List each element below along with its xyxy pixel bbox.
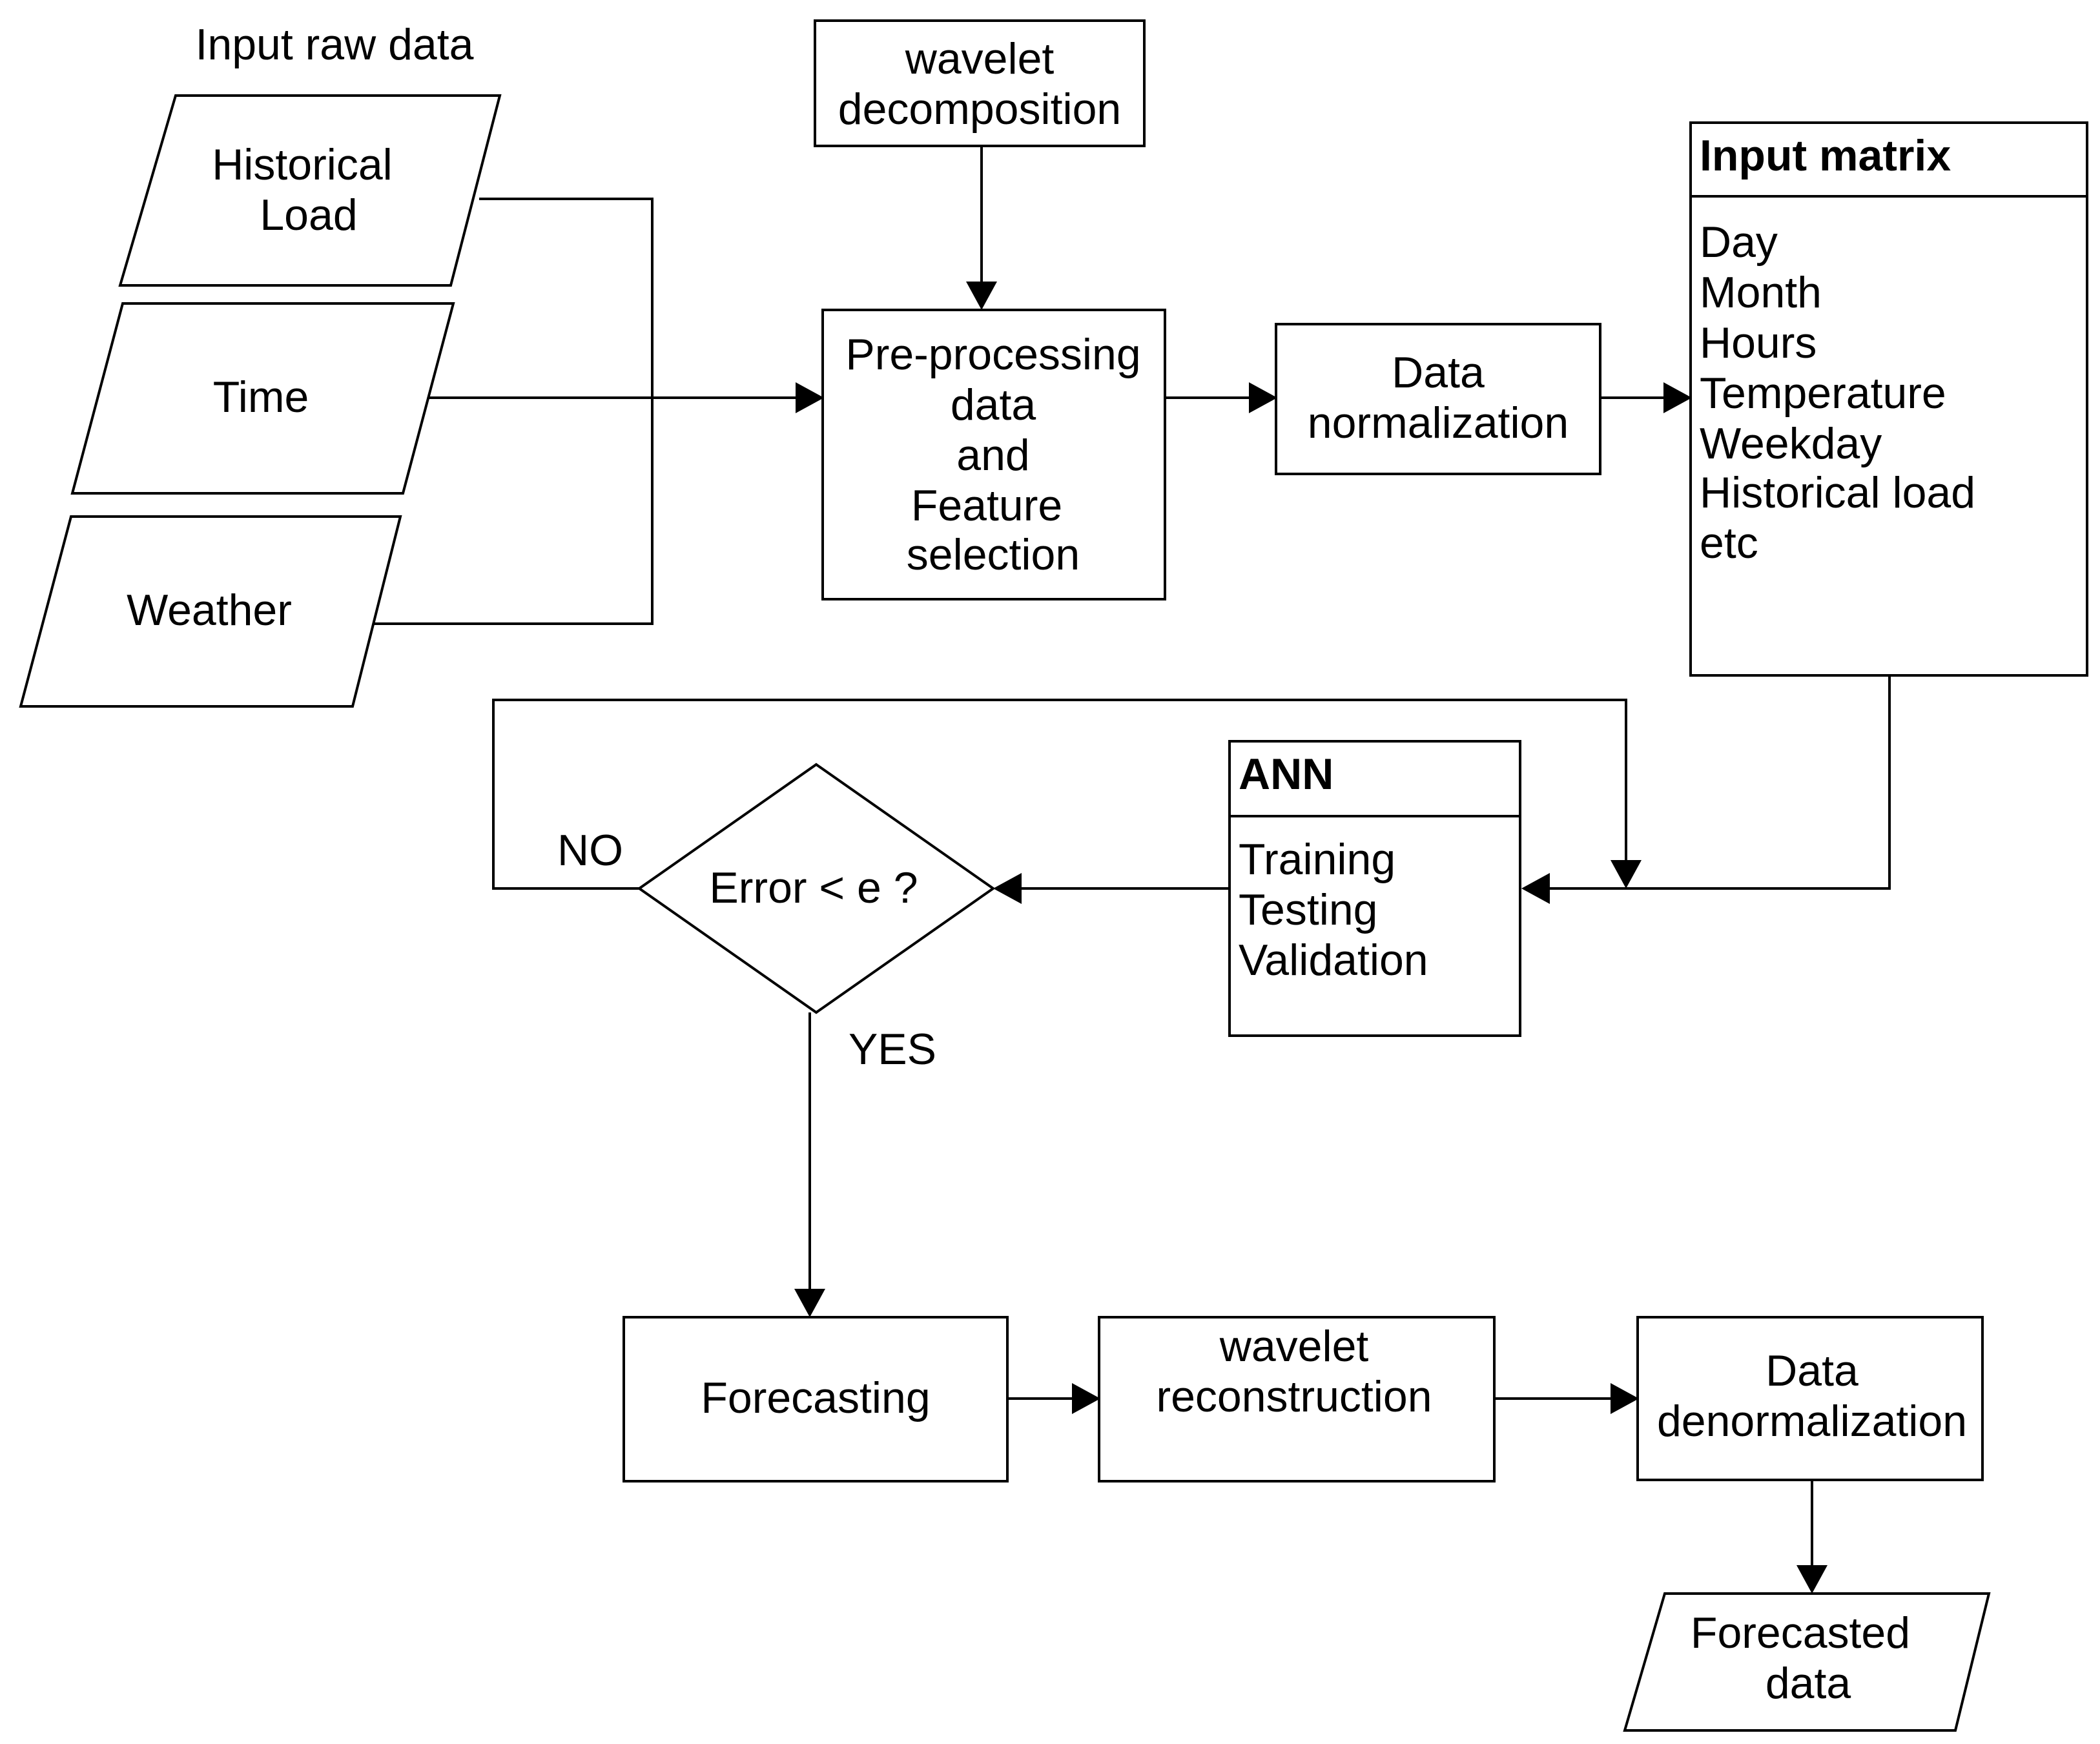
arrowhead-denormalization	[1611, 1383, 1639, 1414]
data-denormalization-box: Data denormalization	[1636, 1316, 1984, 1481]
ann-rect	[1228, 740, 1521, 1037]
wavelet-decomposition-line-2: decomposition	[838, 85, 1121, 134]
time-label: Time	[213, 373, 309, 422]
input-matrix-item: Historical load	[1700, 468, 1975, 517]
parallelogram-historical-load	[118, 94, 502, 287]
forecasted-data-line-2: data	[1765, 1659, 1851, 1708]
input-matrix-box: Input matrix Day Month Hours Temperature…	[1689, 121, 2088, 677]
data-normalization-box: Data normalization	[1275, 323, 1601, 475]
ann-item: Training	[1239, 835, 1395, 884]
arrowhead-preprocessing-top	[966, 282, 997, 310]
parallelogram-time	[70, 302, 455, 495]
ann-item: Validation	[1239, 936, 1428, 985]
wavelet-decomposition-rect	[814, 19, 1146, 147]
input-matrix-item: Temperature	[1700, 369, 1946, 418]
arrowhead-matrix	[1663, 382, 1692, 413]
wavelet-reconstruction-line-2: reconstruction	[1156, 1372, 1432, 1421]
forecasting-label: Forecasting	[701, 1373, 930, 1422]
arrowhead-output	[1796, 1565, 1827, 1594]
parallelogram-forecasted-data	[1623, 1592, 1991, 1732]
decision-node: Error < e ? NO YES	[557, 763, 996, 1074]
arrowhead-decision	[993, 873, 1022, 904]
wavelet-decomposition-line-1: wavelet	[905, 34, 1055, 83]
arrowhead-forecasting	[794, 1289, 825, 1317]
input-weather: Weather	[19, 515, 402, 708]
input-matrix-title: Input matrix	[1700, 131, 1951, 180]
input-raw-data-caption: Input raw data	[196, 20, 474, 69]
preprocessing-line-2: data	[951, 380, 1036, 429]
input-matrix-item: Month	[1700, 268, 1822, 317]
connectors	[373, 146, 1891, 1594]
preprocessing-rect	[821, 309, 1166, 600]
connector-no-loop	[492, 699, 1627, 890]
input-time: Time	[70, 302, 455, 495]
input-matrix-item: Day	[1700, 218, 1778, 267]
connector-historical-load	[373, 198, 654, 625]
input-matrix-item: etc	[1700, 518, 1758, 568]
data-normalization-line-1: Data	[1392, 348, 1485, 397]
ann-item: Testing	[1239, 885, 1377, 934]
arrowhead-preprocessing	[796, 382, 824, 413]
preprocessing-line-5: selection	[907, 530, 1080, 579]
decision-no-label: NO	[557, 826, 623, 875]
arrowhead-ann	[1521, 873, 1550, 904]
parallelogram-weather	[19, 515, 402, 708]
input-matrix-item: Weekday	[1700, 419, 1882, 468]
wavelet-reconstruction-box: wavelet reconstruction	[1098, 1316, 1496, 1482]
forecasting-rect	[623, 1316, 1009, 1482]
decision-label: Error < e ?	[709, 863, 918, 912]
preprocessing-line-1: Pre-processing	[845, 330, 1140, 379]
preprocessing-box: Pre-processing data and Feature selectio…	[821, 309, 1166, 600]
decision-diamond	[637, 763, 996, 1014]
arrowhead-normalization	[1249, 382, 1277, 413]
ann-box: ANN Training Testing Validation	[1228, 740, 1521, 1037]
connector-matrix-to-ann	[1550, 675, 1891, 890]
forecasted-data-line-1: Forecasted	[1691, 1608, 1910, 1657]
historical-load-line-1: Historical	[212, 140, 393, 189]
data-denormalization-rect	[1636, 1316, 1984, 1481]
input-historical-load: Historical Load	[118, 94, 502, 287]
arrowhead-reconstruction	[1072, 1383, 1100, 1414]
weather-label: Weather	[127, 586, 292, 635]
preprocessing-line-4: Feature	[911, 481, 1062, 530]
input-matrix-rect	[1689, 121, 2088, 677]
preprocessing-line-3: and	[956, 431, 1029, 480]
data-normalization-rect	[1275, 323, 1601, 475]
data-denormalization-line-2: denormalization	[1657, 1397, 1967, 1446]
forecasting-box: Forecasting	[623, 1316, 1009, 1482]
forecasted-data-output: Forecasted data	[1623, 1592, 1991, 1732]
data-normalization-line-2: normalization	[1308, 398, 1569, 447]
wavelet-decomposition-box: wavelet decomposition	[814, 19, 1146, 147]
historical-load-line-2: Load	[260, 190, 357, 240]
ann-title: ANN	[1239, 750, 1333, 799]
input-matrix-item: Hours	[1700, 318, 1817, 367]
arrowhead-no-loop	[1611, 860, 1642, 888]
decision-yes-label: YES	[849, 1025, 936, 1074]
wavelet-reconstruction-line-1: wavelet	[1219, 1322, 1369, 1371]
wavelet-reconstruction-rect	[1098, 1316, 1496, 1482]
data-denormalization-line-1: Data	[1765, 1346, 1858, 1395]
